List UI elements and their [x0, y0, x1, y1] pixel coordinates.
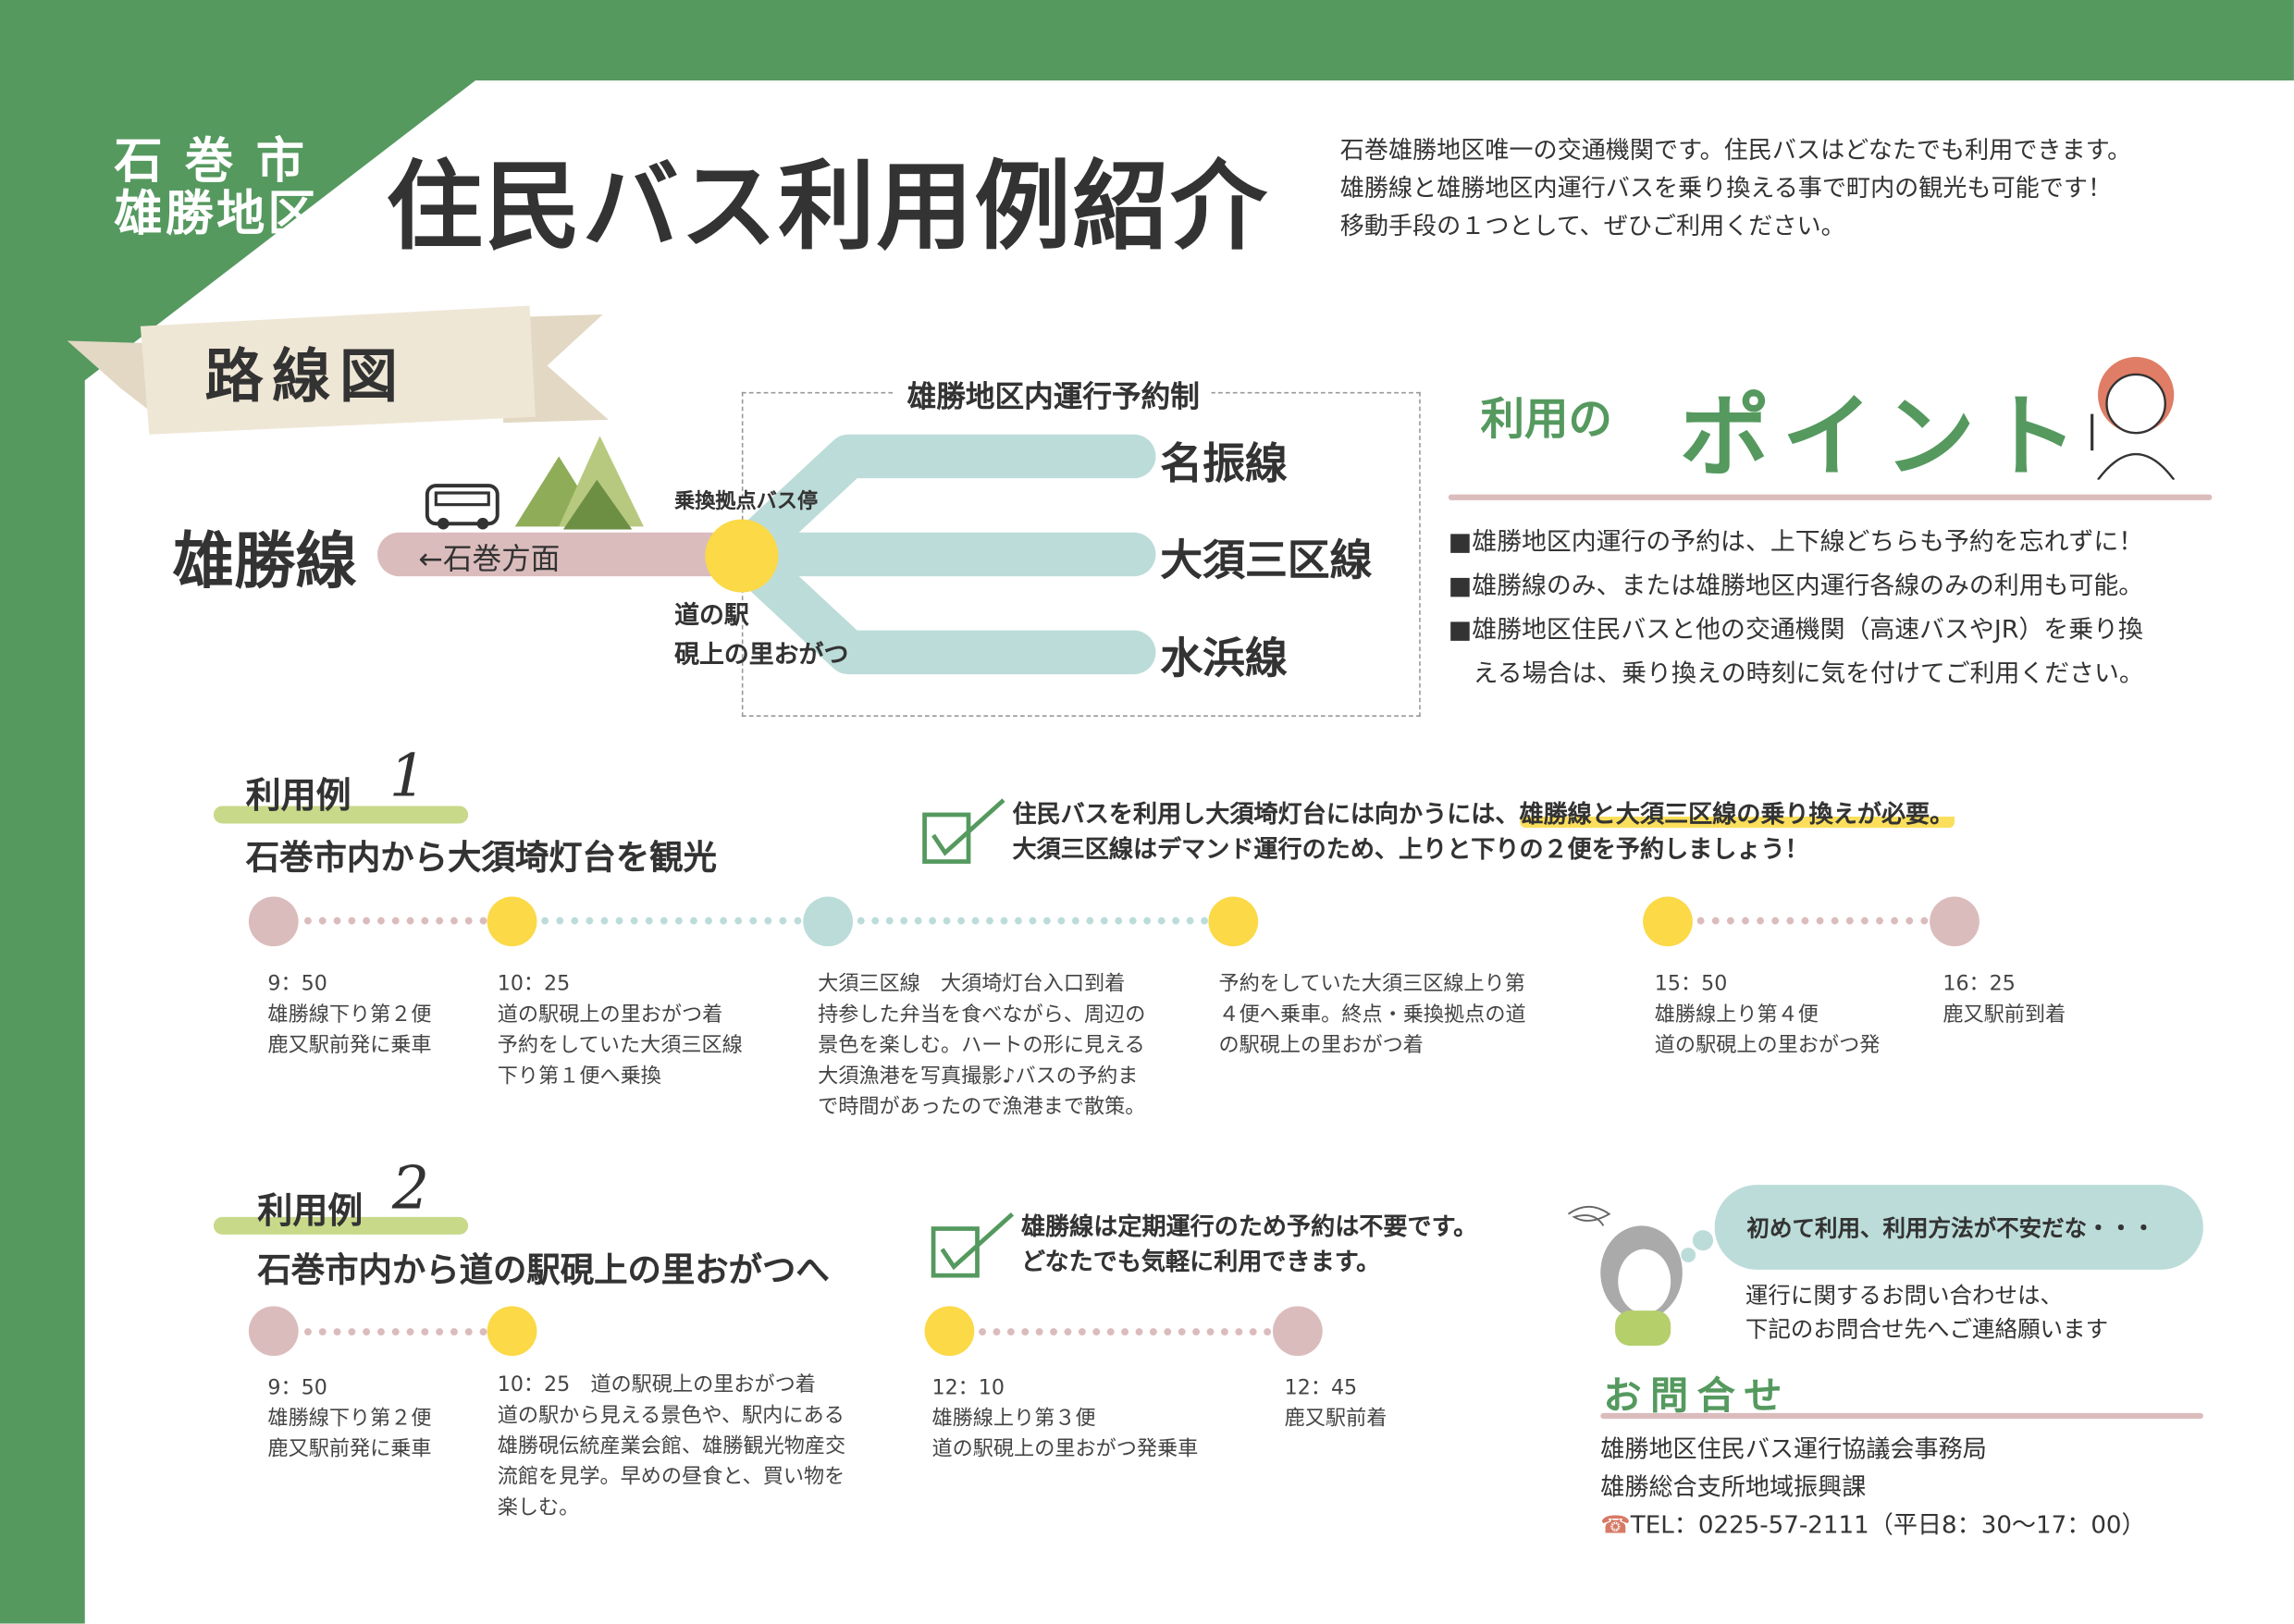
pointing-girl-icon [2090, 356, 2176, 480]
example1-label: 利用例 [245, 775, 352, 817]
ogatsu-line-track [377, 532, 758, 577]
worried-person-icon [1567, 1205, 1714, 1347]
contact-dept: 雄勝総合支所地域振興課 [1600, 1472, 1867, 1501]
hub-name-line: 道の駅 [674, 601, 749, 631]
point-item: ■雄勝地区内運行の予約は、上下線どちらも予約を忘れずに！ [1448, 527, 2144, 558]
hub-name-line: 硯上の里おがつ [674, 640, 849, 671]
point-item: ■雄勝線のみ、または雄勝地区内運行各線のみの利用も可能。 [1448, 572, 2144, 602]
contact-info: 雄勝地区住民バス運行協議会事務局 雄勝総合支所地域振興課 ☎TEL：0225-5… [1600, 1431, 2145, 1544]
example1-number: 1 [388, 743, 426, 811]
district-name: 雄勝地区 [114, 184, 319, 241]
route-diagram [377, 434, 1156, 675]
example2-number: 2 [391, 1155, 430, 1224]
timeline-step: 大須三区線 大須埼灯台入口到着持参した弁当を食べながら、周辺の景色を楽しむ。ハー… [818, 972, 1146, 1119]
timeline-dot [1930, 896, 1980, 947]
points-divider [1448, 494, 2213, 500]
example1-underline [213, 806, 469, 824]
worry-speech-bubble: 初めて利用、利用方法が不安だな・・・ [1714, 1185, 2203, 1270]
example2-subtitle: 石巻市内から道の駅硯上の里おがつへ [257, 1251, 830, 1290]
ribbon-banner [67, 305, 609, 435]
timeline-dot [1643, 896, 1693, 947]
point-item: える場合は、乗り換えの時刻に気を付けてご利用ください。 [1448, 659, 2144, 689]
contact-guide: 運行に関するお問い合わせは、下記のお問合せ先へご連絡願います [1745, 1283, 2109, 1343]
timeline-connector [303, 917, 487, 925]
branch-tracks [721, 434, 1156, 675]
telephone-icon: ☎ [1600, 1510, 1631, 1539]
direction-label: ←石巻方面 [418, 541, 561, 577]
timeline-connector [979, 1328, 1272, 1336]
contact-heading: お問合せ [1603, 1374, 1791, 1420]
example2-note: 雄勝線は定期運行のため予約は不要です。 どなたでも気軽に利用できます。 [1021, 1210, 1477, 1280]
intro-line: 雄勝線と雄勝地区内運行バスを乗り換える事で町内の観光も可能です！ [1339, 174, 2113, 203]
timeline-connector [857, 917, 1209, 925]
contact-org: 雄勝地区住民バス運行協議会事務局 [1600, 1434, 1987, 1463]
note-text: 大須三区線はデマンド運行のため、上りと下りの２便を予約しましょう！ [1012, 835, 1809, 864]
example1-subtitle: 石巻市内から大須埼灯台を観光 [245, 839, 717, 878]
city-name: 石 巻 市 [114, 131, 308, 190]
branch-nabure: 名振線 [1160, 438, 1288, 489]
timeline-step: 10：25 道の駅硯上の里おがつ着道の駅から見える景色や、駅内にある雄勝硯伝統産… [497, 1373, 846, 1520]
branch-minamihama: 水浜線 [1160, 633, 1288, 683]
contact-phone: TEL：0225-57-2111（平日8：30〜17：00） [1630, 1510, 2146, 1539]
timeline-connector [303, 1328, 487, 1336]
hub-label: 乗換拠点バス停 [674, 489, 819, 514]
note-highlight: 雄勝線と大須三区線の乗り換えが必要。 [1519, 800, 1955, 829]
timeline-dot [248, 1306, 299, 1357]
bus-icon [425, 484, 500, 530]
reservation-label: 雄勝地区内運行予約制 [894, 373, 1212, 416]
points-heading-small: 利用の [1480, 395, 1612, 447]
timeline-connector [1696, 917, 1929, 925]
points-list: ■雄勝地区内運行の予約は、上下線どちらも予約を忘れずに！ ■雄勝線のみ、または雄… [1449, 521, 2144, 696]
branch-osu: 大須三区線 [1160, 535, 1373, 585]
intro-text: 石巻雄勝地区唯一の交通機関です。住民バスはどなたでも利用できます。 雄勝線と雄勝… [1340, 131, 2131, 245]
timeline-dot [1208, 896, 1259, 947]
route-map-heading: 路線図 [204, 343, 407, 412]
timeline-dot [487, 896, 537, 947]
timeline-dot [487, 1306, 537, 1357]
timeline-dot [1272, 1306, 1323, 1357]
page-title: 住民バス利用例紹介 [386, 150, 1269, 264]
check-icon [931, 1212, 1015, 1278]
main-line-name: 雄勝線 [172, 524, 357, 597]
example2-label: 利用例 [257, 1190, 364, 1232]
note-text: 住民バスを利用し大須埼灯台には向かうには、 [1012, 800, 1520, 829]
timeline-dot [803, 896, 854, 947]
point-item: ■雄勝地区住民バスと他の交通機関（高速バスやJR）を乗り換 [1448, 615, 2143, 646]
intro-line: 移動手段の１つとして、ぜひご利用ください。 [1339, 212, 1845, 240]
timeline-connector [541, 917, 802, 925]
intro-line: 石巻雄勝地区唯一の交通機関です。住民バスはどなたでも利用できます。 [1339, 136, 2132, 165]
hub-name: 道の駅 硯上の里おがつ [674, 597, 848, 675]
contact-divider [1600, 1412, 2203, 1420]
example2-underline [213, 1216, 469, 1235]
timeline-dot [924, 1306, 975, 1357]
points-heading: ポイント [1679, 383, 2090, 490]
example1-note: 住民バスを利用し大須埼灯台には向かうには、雄勝線と大須三区線の乗り換えが必要。 … [1012, 797, 1955, 867]
hub-stop-marker [705, 519, 779, 593]
check-icon [922, 798, 1005, 864]
mountain-icon [514, 436, 644, 530]
note-text: どなたでも気軽に利用できます。 [1020, 1248, 1381, 1276]
note-text: 雄勝線は定期運行のため予約は不要です。 [1020, 1212, 1478, 1241]
timeline-dot [248, 896, 299, 947]
